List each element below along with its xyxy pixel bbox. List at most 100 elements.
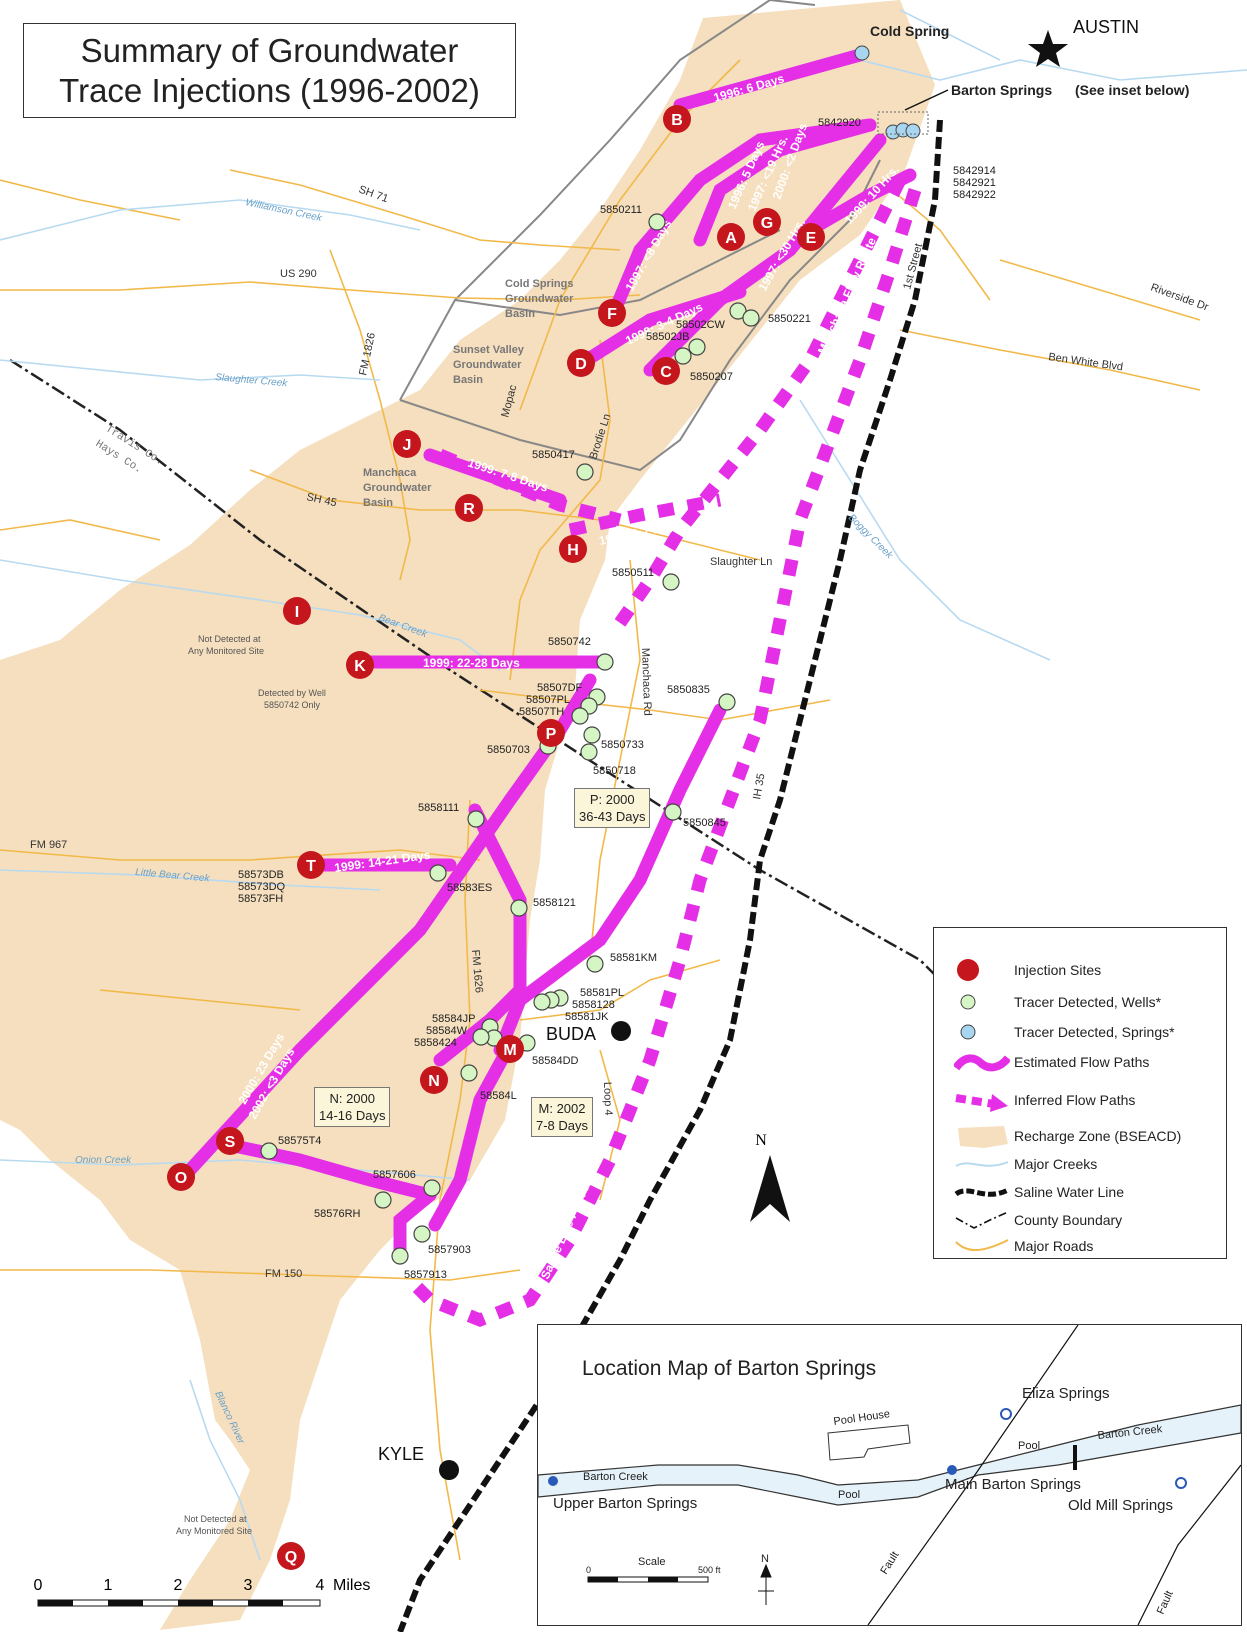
wells [260, 213, 760, 1265]
well-58502cw: 58502CW [676, 319, 726, 331]
injection-sites: A B C D E F G H I J K M N O P Q R S T [167, 105, 825, 1570]
injection-site-r: R [455, 494, 483, 522]
well-5857913: 5857913 [404, 1269, 447, 1281]
barton-springs-inset-frame [877, 111, 929, 135]
injection-site-n: N [420, 1066, 448, 1094]
injection-site-d: D [567, 349, 595, 377]
well-5850703: 5850703 [487, 744, 530, 756]
injection-site-q: Q [277, 1542, 305, 1570]
legend-label: Tracer Detected, Springs* [1014, 1024, 1175, 1040]
legend-label: Major Roads [1014, 1238, 1094, 1254]
well-5850211: 5850211 [600, 204, 642, 216]
north-arrow: N [750, 1132, 790, 1222]
creek-williamson: Williamson Creek [244, 197, 323, 224]
estimated-flow-icon [954, 1054, 1010, 1072]
callout-m-line2: 7-8 Days [536, 1118, 589, 1133]
callout-p-line2: 36-43 Days [579, 809, 646, 824]
inset-title: Location Map of Barton Springs [582, 1357, 877, 1380]
places: AUSTIN Cold Spring Barton Springs (See i… [378, 17, 1189, 1480]
well-58507df: 58507DF [537, 682, 583, 694]
well-5850207: 5850207 [690, 371, 733, 383]
scale-2: 2 [174, 1577, 183, 1594]
well-58575t4: 58575T4 [278, 1135, 321, 1147]
county-boundary [9, 358, 1041, 1081]
injection-site-c: C [652, 357, 680, 385]
well-marker-58502jb [688, 338, 706, 356]
basin-cold-springs-1: Cold Springs [505, 278, 573, 290]
site-note-i1: Not Detected at [198, 634, 261, 644]
creek-boggy: Boggy Creek [846, 512, 895, 561]
well-marker-5857903 [413, 1225, 431, 1243]
svg-text:Q: Q [285, 1549, 297, 1566]
inset-fault-2 [1137, 1464, 1241, 1625]
svg-text:P: P [546, 726, 557, 743]
well-marker-58576rh [374, 1191, 392, 1209]
map-title-line-1: Summary of Groundwater [80, 32, 459, 69]
well-5850511: 5850511 [612, 567, 654, 579]
legend-label: Saline Water Line [1014, 1184, 1124, 1200]
inset-scale-end: 500 ft [698, 1565, 721, 1575]
svg-text:J: J [403, 437, 412, 454]
well-5857903: 5857903 [428, 1244, 471, 1256]
well-5857606: 5857606 [373, 1169, 416, 1181]
well-marker-5858111 [467, 810, 485, 828]
road-ben-white: Ben White Blvd [1048, 351, 1124, 373]
major-creeks [0, 9, 1247, 1561]
well-icon [960, 994, 976, 1010]
well-5850221: 5850221 [768, 313, 811, 325]
inset-fault-1 [867, 1325, 1079, 1625]
inset-north-icon [758, 1563, 774, 1605]
road-icon [955, 1239, 1009, 1251]
legend-label: Tracer Detected, Wells* [1014, 994, 1162, 1010]
well-marker-5850835 [718, 693, 736, 711]
well-58581km: 58581KM [610, 952, 657, 964]
saline-water-line [397, 119, 943, 1632]
well-marker-5857606 [423, 1179, 441, 1197]
well-58584w: 58584W [426, 1025, 468, 1037]
path-label-k: 1999: 22-28 Days [423, 656, 520, 670]
injection-site-m: M [496, 1035, 524, 1063]
kyle-dot [439, 1460, 459, 1480]
inset-north-label: N [761, 1553, 769, 1565]
site-note-q1: Not Detected at [184, 1514, 247, 1524]
well-5850835: 5850835 [667, 684, 710, 696]
legend-label: County Boundary [1014, 1212, 1123, 1228]
well-marker-58581jk [533, 993, 551, 1011]
basin-sunset-3: Basin [453, 374, 483, 386]
well-marker-58502cw [729, 302, 747, 320]
injection-site-k: K [346, 651, 374, 679]
svg-text:B: B [671, 112, 683, 129]
inset-pool-house-icon [827, 1424, 911, 1461]
basin-sunset-1: Sunset Valley [453, 344, 525, 356]
callout-n-line1: N: 2000 [329, 1091, 376, 1106]
legend-item-estimated: Estimated Flow Paths [934, 1050, 1226, 1076]
map-scale-bar: 0 1 2 3 4 Miles [34, 1577, 370, 1607]
road-slaughter: Slaughter Ln [710, 556, 772, 568]
legend-item-roads: Major Roads [934, 1234, 1226, 1260]
county-boundary-icon [955, 1211, 1009, 1229]
recharge-zone [0, 0, 935, 1630]
injection-site-icon [957, 959, 979, 981]
basin-manchaca-3: Basin [363, 497, 393, 509]
well-58584jp: 58584JP [432, 1013, 475, 1025]
road-fm967: FM 967 [30, 839, 67, 851]
basin-cold-springs-3: Basin [505, 308, 535, 320]
inset-fault-label-2: Fault [1155, 1589, 1176, 1616]
well-5850718: 5850718 [593, 765, 636, 777]
creek-onion: Onion Creek [75, 1155, 132, 1166]
well-marker-5850845 [664, 803, 682, 821]
site-note-q2: Any Monitored Site [176, 1526, 252, 1536]
north-arrow-icon [750, 1155, 790, 1222]
well-marker-58581km [586, 955, 604, 973]
svg-text:T: T [306, 858, 316, 875]
legend-item-recharge: Recharge Zone (BSEACD) [934, 1124, 1226, 1150]
well-5842920: 5842920 [818, 117, 861, 129]
callout-p: P: 2000 36-43 Days [574, 788, 651, 828]
springs [854, 45, 929, 140]
well-marker-58575t4 [260, 1142, 278, 1160]
well-58584l: 58584L [480, 1090, 517, 1102]
site-note-k1: Detected by Well [258, 688, 326, 698]
well-marker-5850718 [580, 743, 598, 761]
inset-scale-label: Scale [638, 1556, 666, 1568]
road-loop4: Loop 4 [601, 1082, 614, 1116]
